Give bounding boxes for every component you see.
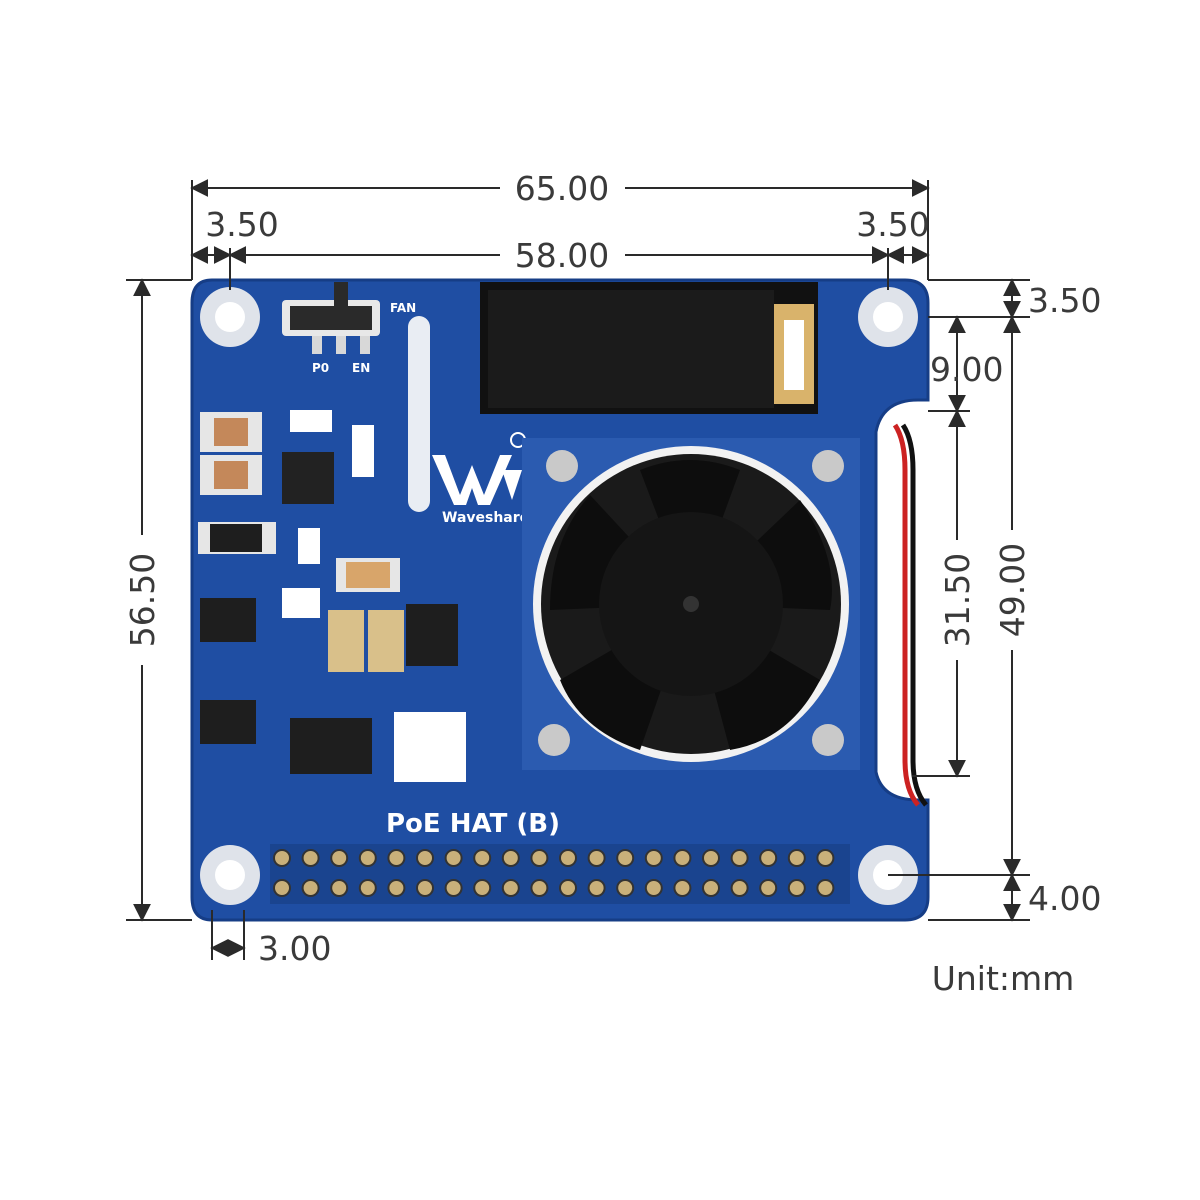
board-title: PoE HAT (B) (386, 809, 560, 839)
gpio-pin (473, 879, 492, 897)
gpio-pin (730, 849, 749, 867)
gpio-pin (273, 849, 291, 867)
mounting-hole-top-left (200, 287, 260, 347)
gpio-pin (330, 879, 349, 897)
gpio-pin (473, 849, 492, 867)
dim-hole-to-header: 3.00 (258, 929, 331, 968)
dimension-lines (126, 179, 1030, 960)
unit-label: Unit:mm (932, 959, 1075, 998)
dim-oled-height: 9.00 (930, 350, 1003, 389)
pcb-board: P0 EN FAN Waveshare (190, 278, 930, 922)
dim-hole-offset-right: 3.50 (856, 205, 929, 244)
board-slot (408, 316, 430, 512)
gpio-pin (587, 879, 606, 897)
gpio-pin (501, 879, 520, 897)
dim-header-offset-bottom: 4.00 (1028, 879, 1101, 918)
fan-label: FAN (390, 301, 416, 315)
gpio-pin (358, 849, 377, 867)
dim-hole-spacing-y: 49.00 (993, 543, 1032, 637)
gpio-pin (301, 879, 320, 897)
gpio-pin (730, 879, 749, 897)
gpio-pin (387, 849, 406, 867)
mounting-hole-bottom-left (200, 845, 260, 905)
gpio-pin (444, 879, 463, 897)
gpio-pin (616, 849, 635, 867)
brand-label: Waveshare (442, 510, 529, 526)
gpio-pin (559, 849, 577, 867)
dim-width-total: 65.00 (515, 169, 609, 208)
gpio-pin (702, 879, 720, 897)
gpio-pin (673, 879, 692, 897)
gpio-pin (501, 849, 520, 867)
gpio-pin (416, 879, 434, 897)
dim-height-total: 56.50 (123, 553, 162, 647)
gpio-pin (787, 879, 806, 897)
gpio-pin (673, 849, 692, 867)
gpio-pin (530, 879, 549, 897)
gpio-pin (702, 849, 720, 867)
gpio-pin (273, 879, 291, 897)
oled-display (480, 282, 818, 414)
gpio-pin (759, 849, 778, 867)
fan-switch (282, 282, 380, 354)
gpio-pin (301, 849, 320, 867)
switch-label-en: EN (352, 361, 370, 375)
gpio-pin (587, 849, 606, 867)
gpio-pin (444, 849, 463, 867)
gpio-pin (816, 879, 835, 897)
gpio-pin (616, 879, 635, 897)
gpio-pin (358, 879, 377, 897)
mounting-hole-top-right (858, 287, 918, 347)
gpio-pin (416, 849, 434, 867)
gpio-pin (759, 879, 778, 897)
gpio-pin (530, 849, 549, 867)
pcb-components (198, 410, 466, 782)
switch-label-p0: P0 (312, 361, 329, 375)
gpio-header (270, 844, 850, 904)
gpio-pin (644, 879, 663, 897)
fan-cable (892, 423, 928, 807)
gpio-pin (816, 849, 835, 867)
dim-hole-offset-left: 3.50 (205, 205, 278, 244)
dim-hole-spacing-x: 58.00 (515, 236, 609, 275)
cooling-fan (522, 438, 860, 770)
gpio-pin (787, 849, 806, 867)
dim-cable-height: 31.50 (938, 553, 977, 647)
gpio-pin (559, 879, 577, 897)
dim-hole-offset-top: 3.50 (1028, 281, 1101, 320)
gpio-pin (330, 849, 349, 867)
gpio-pin (387, 879, 406, 897)
gpio-pin (644, 849, 663, 867)
